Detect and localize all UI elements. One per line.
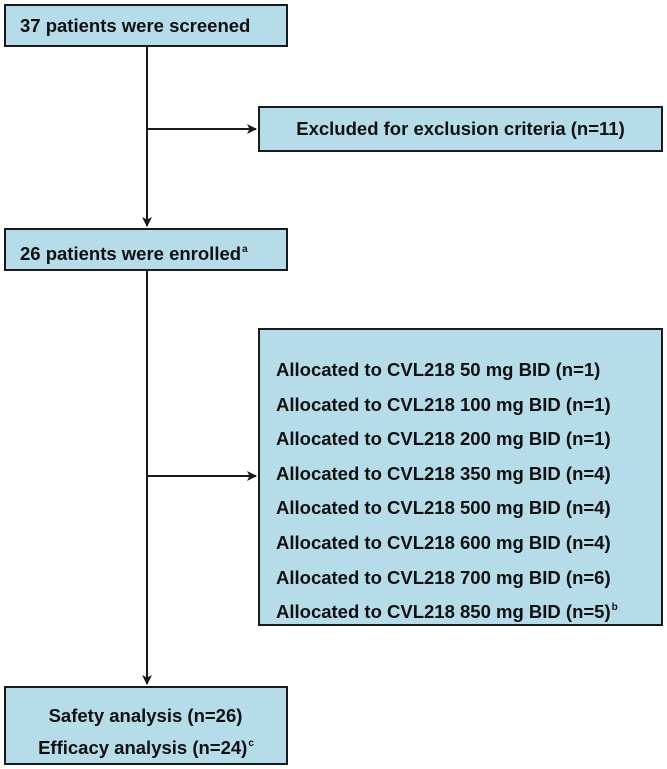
allocation-line: Allocated to CVL218 600 mg BID (n=4) [276,522,661,557]
excluded-text: Excluded for exclusion criteria (n=11) [296,118,625,139]
analysis-text: Efficacy analysis (n=24) [38,737,248,758]
allocation-text: Allocated to CVL218 700 mg BID (n=6) [276,566,611,588]
analysis-text: Safety analysis (n=26) [48,705,243,726]
enrolled-box: 26 patients were enrolleda [4,228,288,271]
enrolled-text: 26 patients were enrolled [20,243,242,264]
analysis-box: Safety analysis (n=26) Efficacy analysis… [4,686,288,765]
analysis-line: Efficacy analysis (n=24)c [6,728,286,760]
screened-text: 37 patients were screened [20,15,251,36]
allocation-text: Allocated to CVL218 350 mg BID (n=4) [276,462,611,484]
allocation-line: Allocated to CVL218 200 mg BID (n=1) [276,418,661,453]
allocation-text: Allocated to CVL218 200 mg BID (n=1) [276,428,611,450]
analysis-line: Safety analysis (n=26) [6,696,286,728]
allocation-line: Allocated to CVL218 50 mg BID (n=1) [276,349,661,384]
allocation-line: Allocated to CVL218 700 mg BID (n=6) [276,557,661,592]
allocation-text: Allocated to CVL218 500 mg BID (n=4) [276,497,611,519]
allocation-text: Allocated to CVL218 600 mg BID (n=4) [276,531,611,553]
allocation-text: Allocated to CVL218 50 mg BID (n=1) [276,359,601,380]
allocation-text: Allocated to CVL218 850 mg BID (n=5) [276,601,611,623]
excluded-box: Excluded for exclusion criteria (n=11) [258,106,663,152]
allocation-box: Allocated to CVL218 50 mg BID (n=1) Allo… [258,328,663,626]
allocation-text: Allocated to CVL218 100 mg BID (n=1) [276,393,611,415]
allocation-line: Allocated to CVL218 850 mg BID (n=5)b [276,591,661,626]
analysis-footnote-marker: c [248,738,254,749]
allocation-line: Allocated to CVL218 100 mg BID (n=1) [276,384,661,419]
enrolled-footnote-marker: a [242,244,248,255]
screened-box: 37 patients were screened [4,4,288,47]
allocation-footnote-marker: b [611,602,618,614]
allocation-line: Allocated to CVL218 350 mg BID (n=4) [276,453,661,488]
allocation-line: Allocated to CVL218 500 mg BID (n=4) [276,487,661,522]
